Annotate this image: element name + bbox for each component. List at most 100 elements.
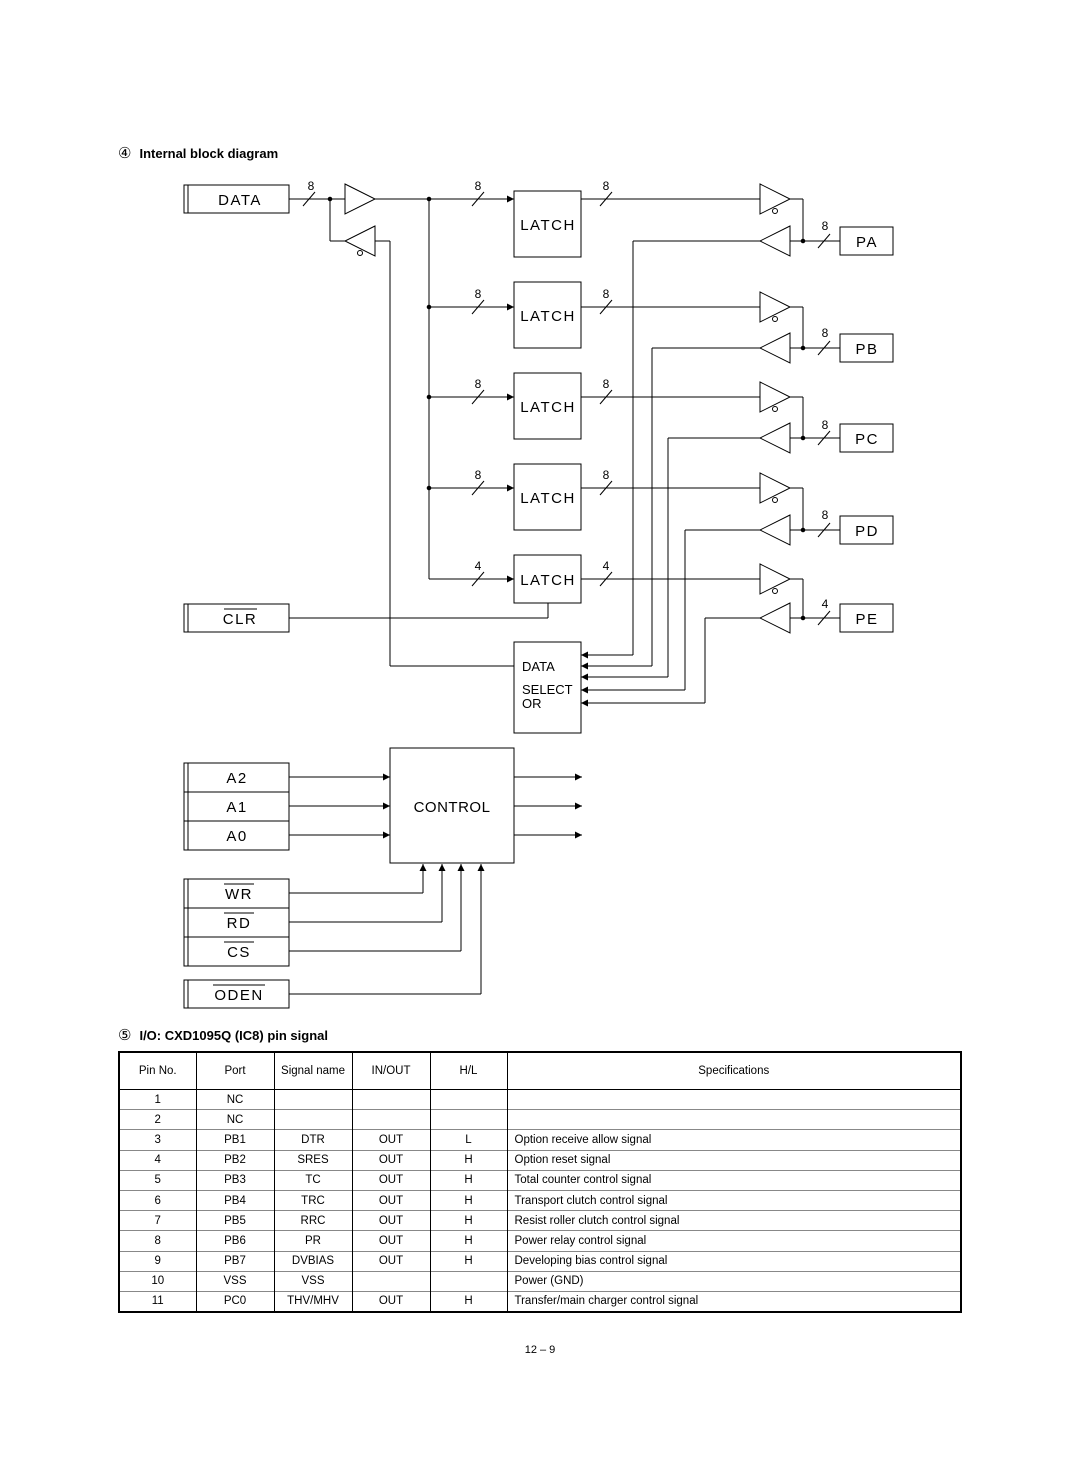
cell-signal bbox=[273, 1109, 352, 1130]
latch-label: LATCH bbox=[520, 308, 576, 325]
cell-pin: 10 bbox=[119, 1270, 196, 1292]
cell-port: PB7 bbox=[195, 1250, 274, 1272]
cell-spec: Transport clutch control signal bbox=[506, 1189, 961, 1211]
port-pa-label: PA bbox=[856, 234, 878, 251]
cell-spec: Option reset signal bbox=[506, 1149, 961, 1171]
cell-pin: 11 bbox=[119, 1290, 196, 1313]
port-pc: PC bbox=[839, 423, 894, 453]
bus-width-label: 8 bbox=[822, 418, 829, 432]
latch-label: LATCH bbox=[520, 572, 576, 589]
bus-width-label: 8 bbox=[822, 326, 829, 340]
clr-terminal-label: CLR bbox=[223, 611, 258, 628]
port-output-buffer-icon bbox=[759, 183, 792, 215]
cell-spec: Developing bias control signal bbox=[506, 1250, 961, 1272]
cell-port: VSS bbox=[195, 1270, 274, 1292]
latch-label: LATCH bbox=[520, 399, 576, 416]
bus-width-label: 8 bbox=[603, 377, 610, 391]
port-pd-label: PD bbox=[855, 523, 879, 540]
header-signal-name: Signal name bbox=[273, 1052, 352, 1090]
table-header-row: Pin No. Port Signal name IN/OUT H/L Spec… bbox=[119, 1052, 961, 1090]
cell-inout: OUT bbox=[351, 1129, 430, 1151]
address-a1-label: A1 bbox=[226, 799, 247, 816]
cell-spec: Total counter control signal bbox=[506, 1169, 961, 1191]
pin-signal-table: Pin No. Port Signal name IN/OUT H/L Spec… bbox=[118, 1051, 962, 1314]
latch-pa: LATCH bbox=[513, 190, 582, 258]
cell-port: PB3 bbox=[195, 1169, 274, 1191]
cell-port: PB4 bbox=[195, 1189, 274, 1211]
cell-spec: Option receive allow signal bbox=[506, 1129, 961, 1151]
selector-label-select: SELECT bbox=[522, 682, 573, 697]
port-output-buffer-icon bbox=[759, 563, 792, 595]
cell-hl: L bbox=[429, 1129, 507, 1151]
cell-inout: OUT bbox=[351, 1210, 430, 1231]
bus-width-label: 4 bbox=[475, 559, 482, 573]
bus-width-label: 8 bbox=[603, 287, 610, 301]
bus-control-terminal: WR RD CS bbox=[183, 878, 290, 967]
cell-pin: 2 bbox=[119, 1109, 196, 1130]
cell-spec: Power relay control signal bbox=[506, 1230, 961, 1251]
header-specifications: Specifications bbox=[506, 1052, 961, 1090]
section-5-title: I/O: CXD1095Q (IC8) pin signal bbox=[139, 1028, 328, 1043]
cell-signal: DTR bbox=[273, 1129, 352, 1151]
data-terminal-label: DATA bbox=[218, 192, 262, 209]
cell-inout: OUT bbox=[351, 1250, 430, 1272]
cell-spec bbox=[506, 1109, 961, 1130]
cell-spec: Power (GND) bbox=[506, 1270, 961, 1292]
cell-port: PB1 bbox=[195, 1129, 274, 1151]
port-pd: PD bbox=[839, 515, 894, 545]
cell-signal: TRC bbox=[273, 1189, 352, 1211]
cell-pin: 3 bbox=[119, 1129, 196, 1151]
bus-width-label: 8 bbox=[822, 219, 829, 233]
port-input-buffer-icon bbox=[758, 602, 791, 634]
bus-width-label: 8 bbox=[475, 468, 482, 482]
control-label: CONTROL bbox=[414, 799, 491, 816]
cell-inout: OUT bbox=[351, 1169, 430, 1191]
cell-hl bbox=[429, 1270, 507, 1292]
section-4-title: Internal block diagram bbox=[139, 146, 279, 161]
latch-pc: LATCH bbox=[513, 372, 582, 440]
clr-terminal: CLR bbox=[183, 603, 290, 633]
cell-signal bbox=[273, 1088, 352, 1110]
port-pb: PB bbox=[839, 333, 894, 363]
port-pa: PA bbox=[839, 226, 894, 256]
cell-spec: Resist roller clutch control signal bbox=[506, 1210, 961, 1231]
port-input-buffer-icon bbox=[758, 422, 791, 454]
cell-hl: H bbox=[429, 1230, 507, 1251]
cell-hl: H bbox=[429, 1189, 507, 1211]
bus-width-label: 8 bbox=[822, 508, 829, 522]
header-port: Port bbox=[195, 1052, 274, 1090]
cell-pin: 5 bbox=[119, 1169, 196, 1191]
bus-width-label: 4 bbox=[603, 559, 610, 573]
bus-width-label: 4 bbox=[822, 597, 829, 611]
port-pc-label: PC bbox=[855, 431, 879, 448]
page-number: 12 – 9 bbox=[524, 1344, 556, 1356]
cell-pin: 1 bbox=[119, 1088, 196, 1110]
bus-width-label: 8 bbox=[603, 179, 610, 193]
latch-pb: LATCH bbox=[513, 281, 582, 349]
bus-width-label: 8 bbox=[603, 468, 610, 482]
cell-port: PB6 bbox=[195, 1230, 274, 1251]
oden-terminal: ODEN bbox=[183, 979, 290, 1009]
cell-hl: H bbox=[429, 1210, 507, 1231]
header-h-l: H/L bbox=[429, 1052, 507, 1090]
latch-label: LATCH bbox=[520, 490, 576, 507]
port-input-buffer-icon bbox=[758, 514, 791, 546]
address-a0-label: A0 bbox=[226, 828, 247, 845]
cell-inout bbox=[351, 1088, 430, 1110]
cell-hl: H bbox=[429, 1250, 507, 1272]
cell-port: PB2 bbox=[195, 1149, 274, 1171]
bus-width-label: 8 bbox=[475, 179, 482, 193]
bus-width-label: 8 bbox=[475, 287, 482, 301]
cell-port: PC0 bbox=[195, 1290, 274, 1313]
cell-inout: OUT bbox=[351, 1230, 430, 1251]
